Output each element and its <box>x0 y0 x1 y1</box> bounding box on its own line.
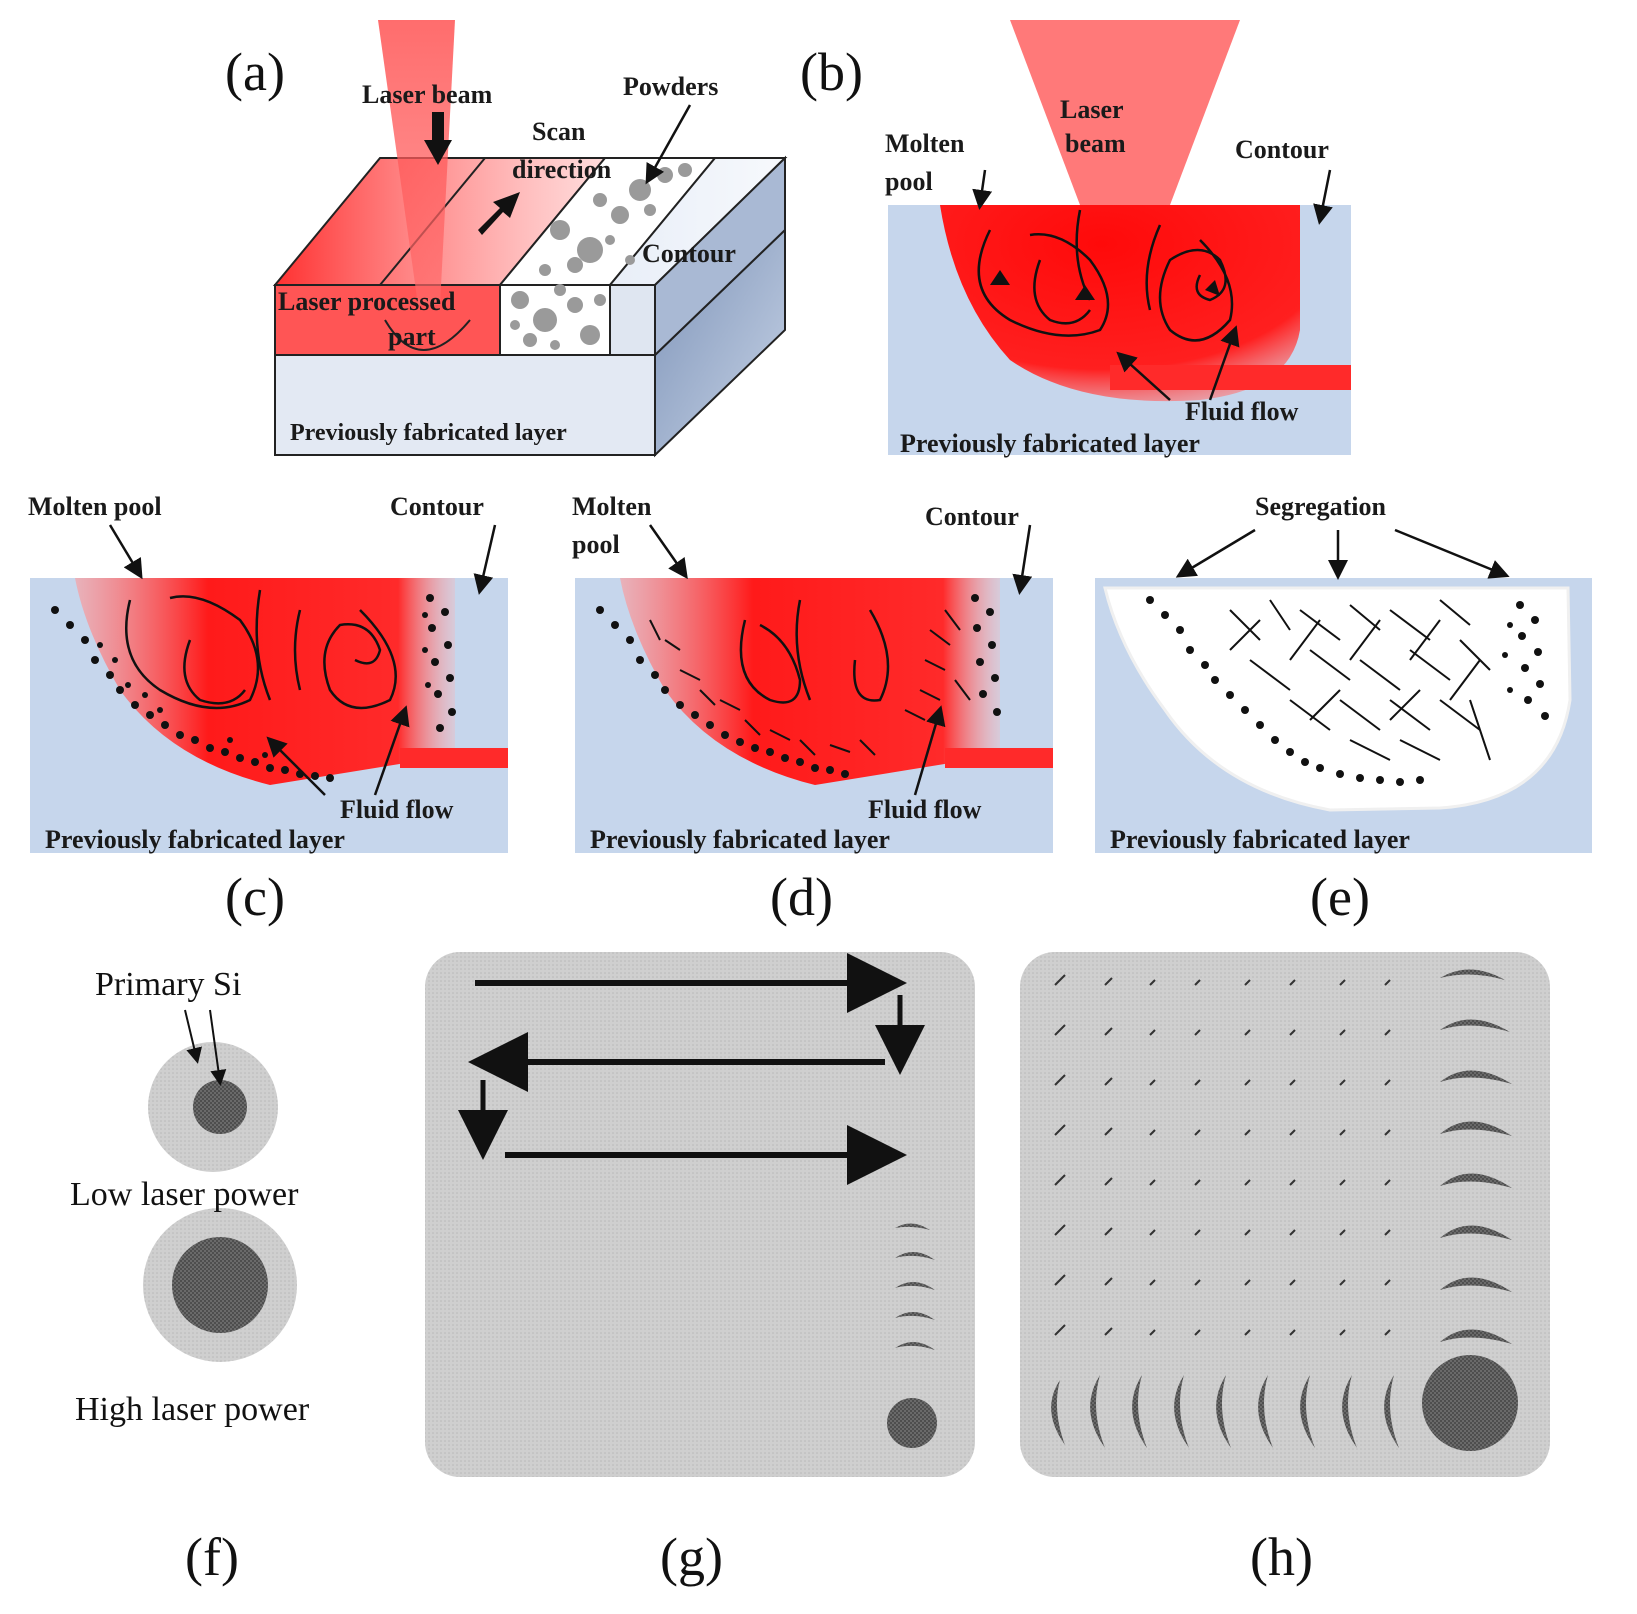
label-segregation: Segregation <box>1255 492 1386 521</box>
label-contour-d: Contour <box>925 502 1019 531</box>
label-fluid-flow-c: Fluid flow <box>340 795 454 824</box>
primary-si-end-g <box>887 1398 937 1448</box>
panel-a-letter: (a) <box>225 42 285 102</box>
label-contour-b: Contour <box>1235 135 1329 164</box>
label-pool-b: pool <box>885 167 933 196</box>
scan-area-g <box>425 952 975 1477</box>
panel-d: Molten pool Contour Fluid flow Previousl… <box>572 492 1053 927</box>
particles-c <box>51 594 456 782</box>
primary-si-end-h <box>1422 1355 1518 1451</box>
right-crescents-h <box>1440 969 1512 1344</box>
laser-beam-a <box>378 20 455 305</box>
label-previous-layer-e: Previously fabricated layer <box>1110 825 1410 854</box>
label-previous-layer-d: Previously fabricated layer <box>590 825 890 854</box>
panel-e-letter: (e) <box>1310 867 1370 927</box>
label-low-power: Low laser power <box>70 1176 299 1213</box>
panel-h: (h) <box>1020 952 1550 1587</box>
label-beam-b: beam <box>1065 129 1126 158</box>
panel-g: (g) <box>425 952 975 1587</box>
label-pool-d: pool <box>572 530 620 559</box>
label-laser-b: Laser <box>1060 95 1124 124</box>
label-contour-c: Contour <box>390 492 484 521</box>
bottom-crescents-h <box>1051 1375 1399 1448</box>
laser-beam-b <box>1010 20 1240 205</box>
panel-c: Molten pool Contour Fluid flow Previousl… <box>28 492 508 927</box>
panel-f: Primary Si Low laser power High laser po… <box>70 966 310 1587</box>
label-laser-beam: Laser beam <box>362 80 493 109</box>
scan-direction-arrow <box>478 192 520 235</box>
high-power-core <box>172 1237 268 1333</box>
panel-b: (b) Laser beam Molten pool Contour Fluid… <box>800 20 1351 458</box>
label-molten-d: Molten <box>572 492 652 521</box>
contour-front <box>609 284 656 356</box>
label-scan: Scan <box>532 117 586 146</box>
panel-c-letter: (c) <box>225 867 285 927</box>
needles-d <box>649 609 971 756</box>
label-fluid-flow-b: Fluid flow <box>1185 397 1299 426</box>
crescents-g <box>895 1223 935 1350</box>
label-primary-si: Primary Si <box>95 966 241 1003</box>
label-previous-layer-a: Previously fabricated layer <box>290 420 567 446</box>
label-previous-layer-b: Previously fabricated layer <box>900 429 1200 458</box>
panel-a: (a) Laser beam Powders Scan direction Co… <box>225 20 788 458</box>
particles-d <box>596 594 1001 778</box>
molten-pool-d <box>620 578 1000 785</box>
panel-d-letter: (d) <box>770 867 833 927</box>
particles-e <box>1146 596 1549 786</box>
label-previous-layer-c: Previously fabricated layer <box>45 825 345 854</box>
panel-b-letter: (b) <box>800 42 863 102</box>
label-powders: Powders <box>623 72 718 101</box>
needles-e <box>1229 599 1491 761</box>
contour-side <box>654 155 786 358</box>
grid-marks-h <box>1054 974 1391 1336</box>
label-fluid-flow-d: Fluid flow <box>868 795 982 824</box>
label-part: part <box>388 322 436 351</box>
label-direction: direction <box>512 155 612 184</box>
panel-e: Segregation Previously fabricated layer … <box>1095 492 1592 927</box>
label-high-power: High laser power <box>75 1391 310 1428</box>
panel-f-letter: (f) <box>185 1527 239 1587</box>
label-molten-pool-c: Molten pool <box>28 492 162 521</box>
panel-h-letter: (h) <box>1250 1527 1313 1587</box>
label-molten-b: Molten <box>885 129 965 158</box>
label-contour-a: Contour <box>642 239 736 268</box>
low-power-core <box>193 1080 247 1134</box>
panel-g-letter: (g) <box>660 1527 723 1587</box>
solidified-pool-e <box>1103 586 1572 812</box>
powder-particles <box>510 163 692 350</box>
label-laser-processed: Laser processed <box>278 287 456 316</box>
